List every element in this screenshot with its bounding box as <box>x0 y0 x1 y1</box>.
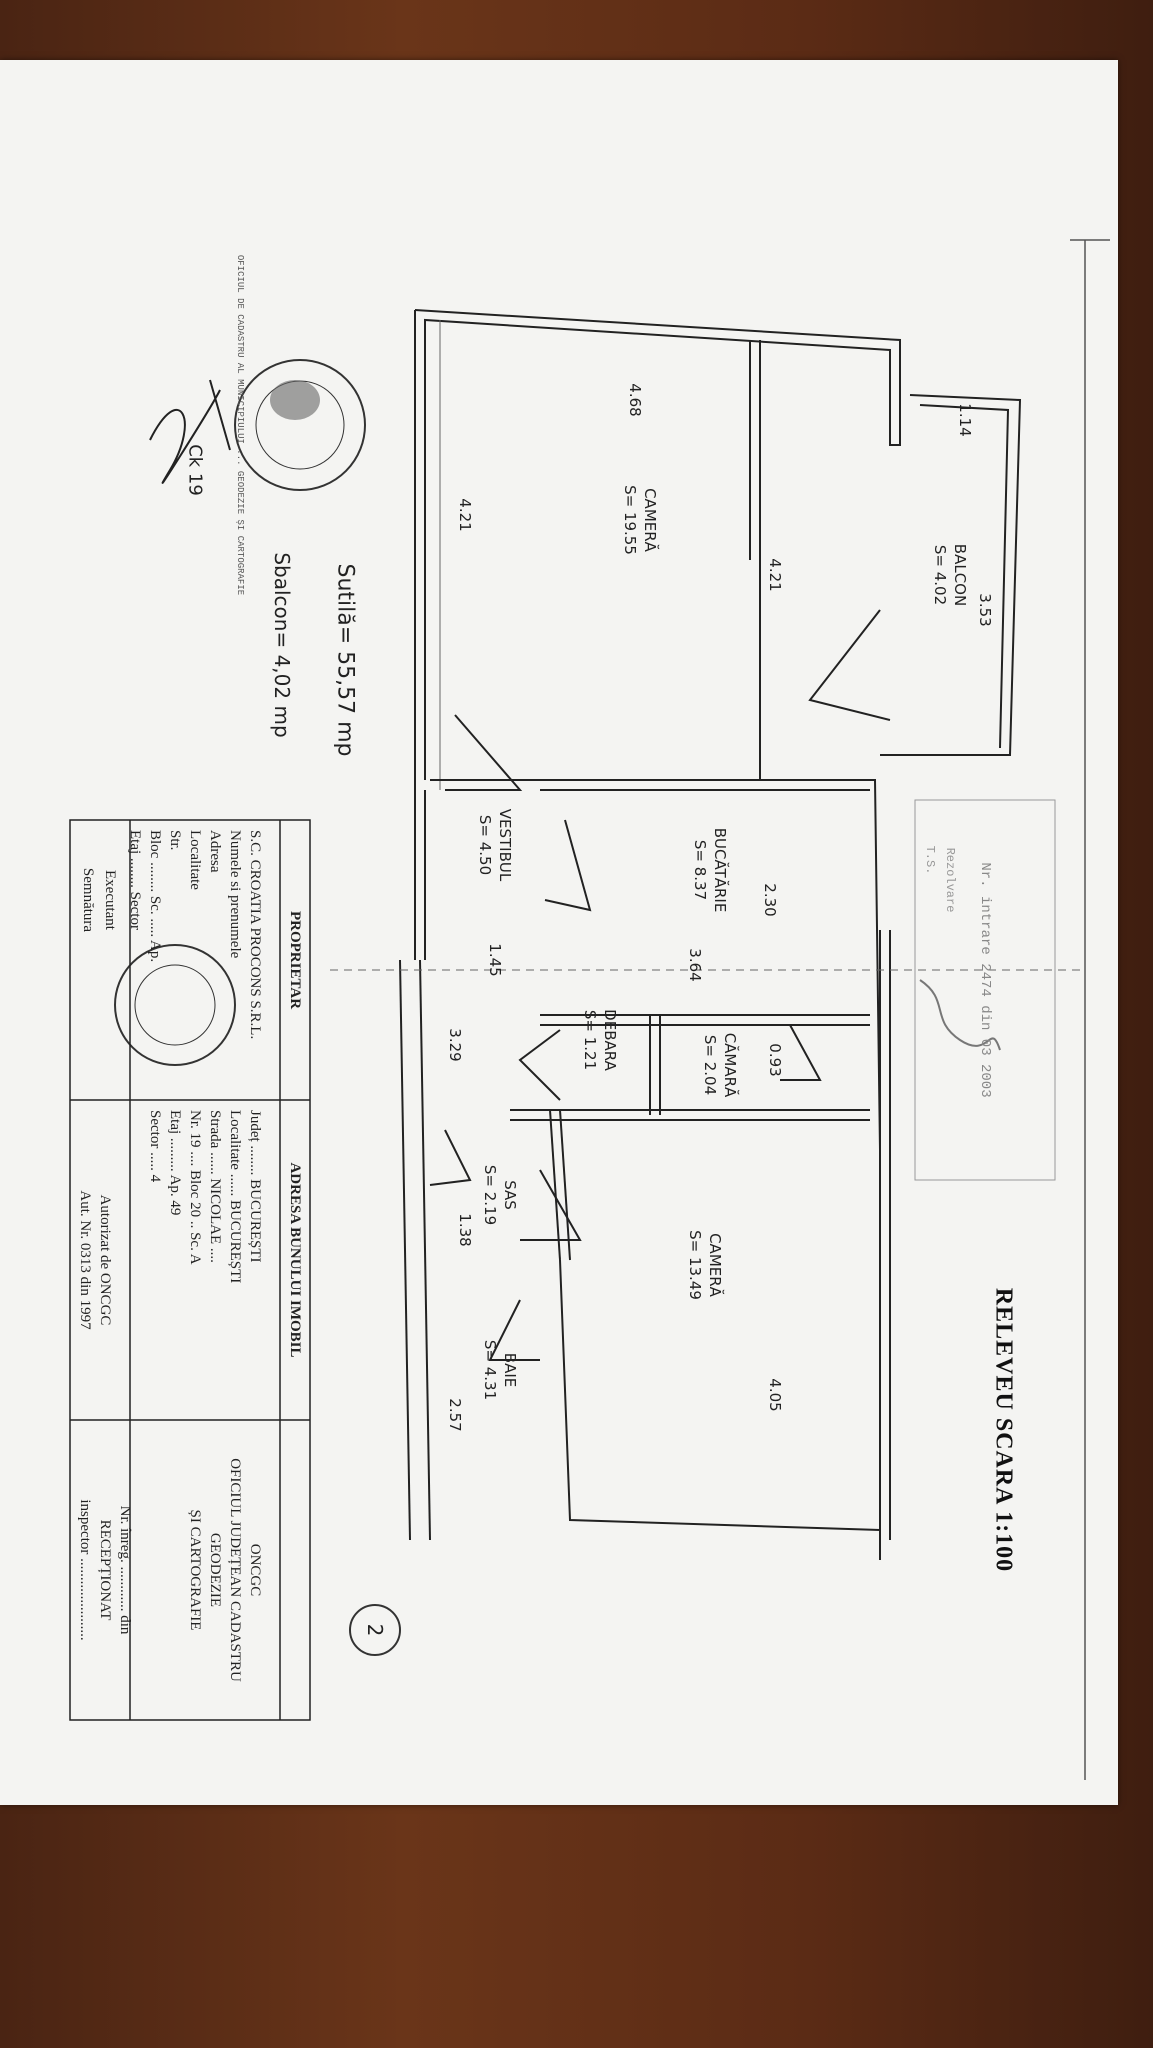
room-name: BAIE <box>501 1352 519 1388</box>
dim-label: 0.93 <box>766 1043 784 1077</box>
registration-stamp: Nr. intrare 2474 din 03 2003 <box>977 862 993 1098</box>
executant-label: Executant <box>102 870 118 930</box>
room-name: DEBARA <box>601 1009 619 1071</box>
room-area: S= 8.37 <box>691 839 709 901</box>
address-row: Nr. 19 .... Bloc 20 .. Sc. A <box>187 1110 203 1265</box>
room-baie: BAIE S= 4.31 <box>480 1340 520 1400</box>
address-row: Strada ...... NICOLAE .... <box>207 1110 223 1263</box>
owner-row: S.C. CROATIA PROCONS S.R.L. <box>247 830 263 1040</box>
room-camera-2: CAMERĂ S= 13.49 <box>685 1230 725 1300</box>
dim-label: 1.45 <box>486 943 504 977</box>
dim-label: 3.29 <box>446 1028 464 1062</box>
office-inspector: inspector ...................... <box>77 1499 93 1641</box>
address-row: Județ ........ BUCUREȘTI <box>247 1110 263 1263</box>
room-area: S= 2.04 <box>701 1034 719 1096</box>
dim-label: 1.14 <box>956 403 974 437</box>
autorizat-label: Autorizat de ONCGC <box>97 1194 113 1326</box>
room-area: S= 4.02 <box>931 544 949 606</box>
owner-row: Bloc ........ Sc. ..... Ap. <box>147 830 163 963</box>
office-line: GEODEZIE <box>207 1532 223 1608</box>
dim-label: 4.05 <box>766 1378 784 1412</box>
dim-label: 3.64 <box>686 948 704 982</box>
office-nr-inreg: Nr. înreg. ............ din <box>117 1505 133 1635</box>
address-row: Localitate ...... BUCUREȘTI <box>227 1110 243 1284</box>
office-line: ONCGC <box>247 1543 263 1597</box>
room-debara: DEBARA S= 1.21 <box>580 1009 620 1071</box>
dim-label: 4.21 <box>456 498 474 532</box>
owner-row: Adresa <box>207 830 223 873</box>
office-receptionat: RECEPȚIONAT <box>97 1519 113 1621</box>
owner-row: Numele si prenumele <box>227 830 243 959</box>
room-camera-1: CAMERĂ S= 19.55 <box>620 485 660 555</box>
room-vestibul: VESTIBUL S= 4.50 <box>475 809 515 881</box>
room-area: S= 19.55 <box>621 485 639 555</box>
room-camara: CĂMARĂ S= 2.04 <box>700 1033 740 1098</box>
dim-label: 2.57 <box>446 1398 464 1432</box>
signature-scribble <box>149 379 231 484</box>
room-balcon: BALCON S= 4.02 <box>930 544 970 606</box>
stamp-line: Rezolvare <box>943 847 957 913</box>
room-name: VESTIBUL <box>496 808 514 882</box>
room-name: CAMERĂ <box>706 1233 724 1297</box>
owner-row: Str. <box>167 830 183 851</box>
total-usable-area: Sutilă= 55,57 mp <box>332 563 358 757</box>
semnatura-label: Semnătura <box>80 867 96 933</box>
office-line: OFICIUL JUDEȚEAN CADASTRU <box>227 1458 243 1682</box>
room-name: CĂMARĂ <box>721 1032 739 1098</box>
room-area: S= 4.31 <box>481 1339 499 1401</box>
dim-label: 4.68 <box>626 383 644 417</box>
owner-row: Etaj ........ Sector <box>127 830 143 930</box>
room-area: S= 4.50 <box>476 814 494 876</box>
signature-text: Ck 19 <box>184 444 206 496</box>
dim-label: 3.53 <box>976 593 994 627</box>
owner-row: Localitate <box>187 830 203 890</box>
room-name: BALCON <box>951 543 969 607</box>
room-area: S= 1.21 <box>581 1009 599 1071</box>
room-bucatarie: BUCĂTĂRIE S= 8.37 <box>690 828 730 913</box>
total-balcony-area: Sbalcon= 4,02 mp <box>270 552 294 738</box>
seal-text: OFICIUL DE CADASTRU AL MUNICIPIULUI ... … <box>235 254 245 596</box>
dim-label: 1.38 <box>456 1213 474 1247</box>
address-row: Sector ..... 4 <box>147 1110 163 1183</box>
room-name: BUCĂTĂRIE <box>711 827 729 913</box>
circle-mark: 2 <box>363 1623 387 1637</box>
drawing-title: RELEVEU SCARA 1:100 <box>990 1287 1017 1573</box>
address-row: Etaj ......... Ap. 49 <box>167 1110 183 1216</box>
autorizat-number: Aut. Nr. 0313 din 1997 <box>77 1190 93 1330</box>
address-rows: Județ ........ BUCUREȘTI Localitate ....… <box>145 1110 265 1410</box>
address-header: ADRESA BUNULUI IMOBIL <box>287 1162 303 1358</box>
room-sas: SAS S= 2.19 <box>480 1165 520 1225</box>
stamp-line: T.S. <box>923 845 937 875</box>
paper-sheet <box>0 60 1118 1805</box>
cadastre-seal <box>234 359 366 491</box>
dim-label: 2.30 <box>761 883 779 917</box>
owner-header: PROPRIETAR <box>287 910 303 1010</box>
dim-label: 4.21 <box>766 558 784 592</box>
room-name: CAMERĂ <box>641 488 659 552</box>
room-area: S= 2.19 <box>481 1164 499 1226</box>
title-block-grid <box>69 819 311 1721</box>
room-name: SAS <box>501 1180 519 1210</box>
office-line: ȘI CARTOGRAFIE <box>187 1509 203 1631</box>
owner-rows: S.C. CROATIA PROCONS S.R.L. Numele si pr… <box>125 830 265 1090</box>
office-block: ONCGC OFICIUL JUDEȚEAN CADASTRU GEODEZIE… <box>185 1458 265 1682</box>
room-area: S= 13.49 <box>686 1230 704 1300</box>
